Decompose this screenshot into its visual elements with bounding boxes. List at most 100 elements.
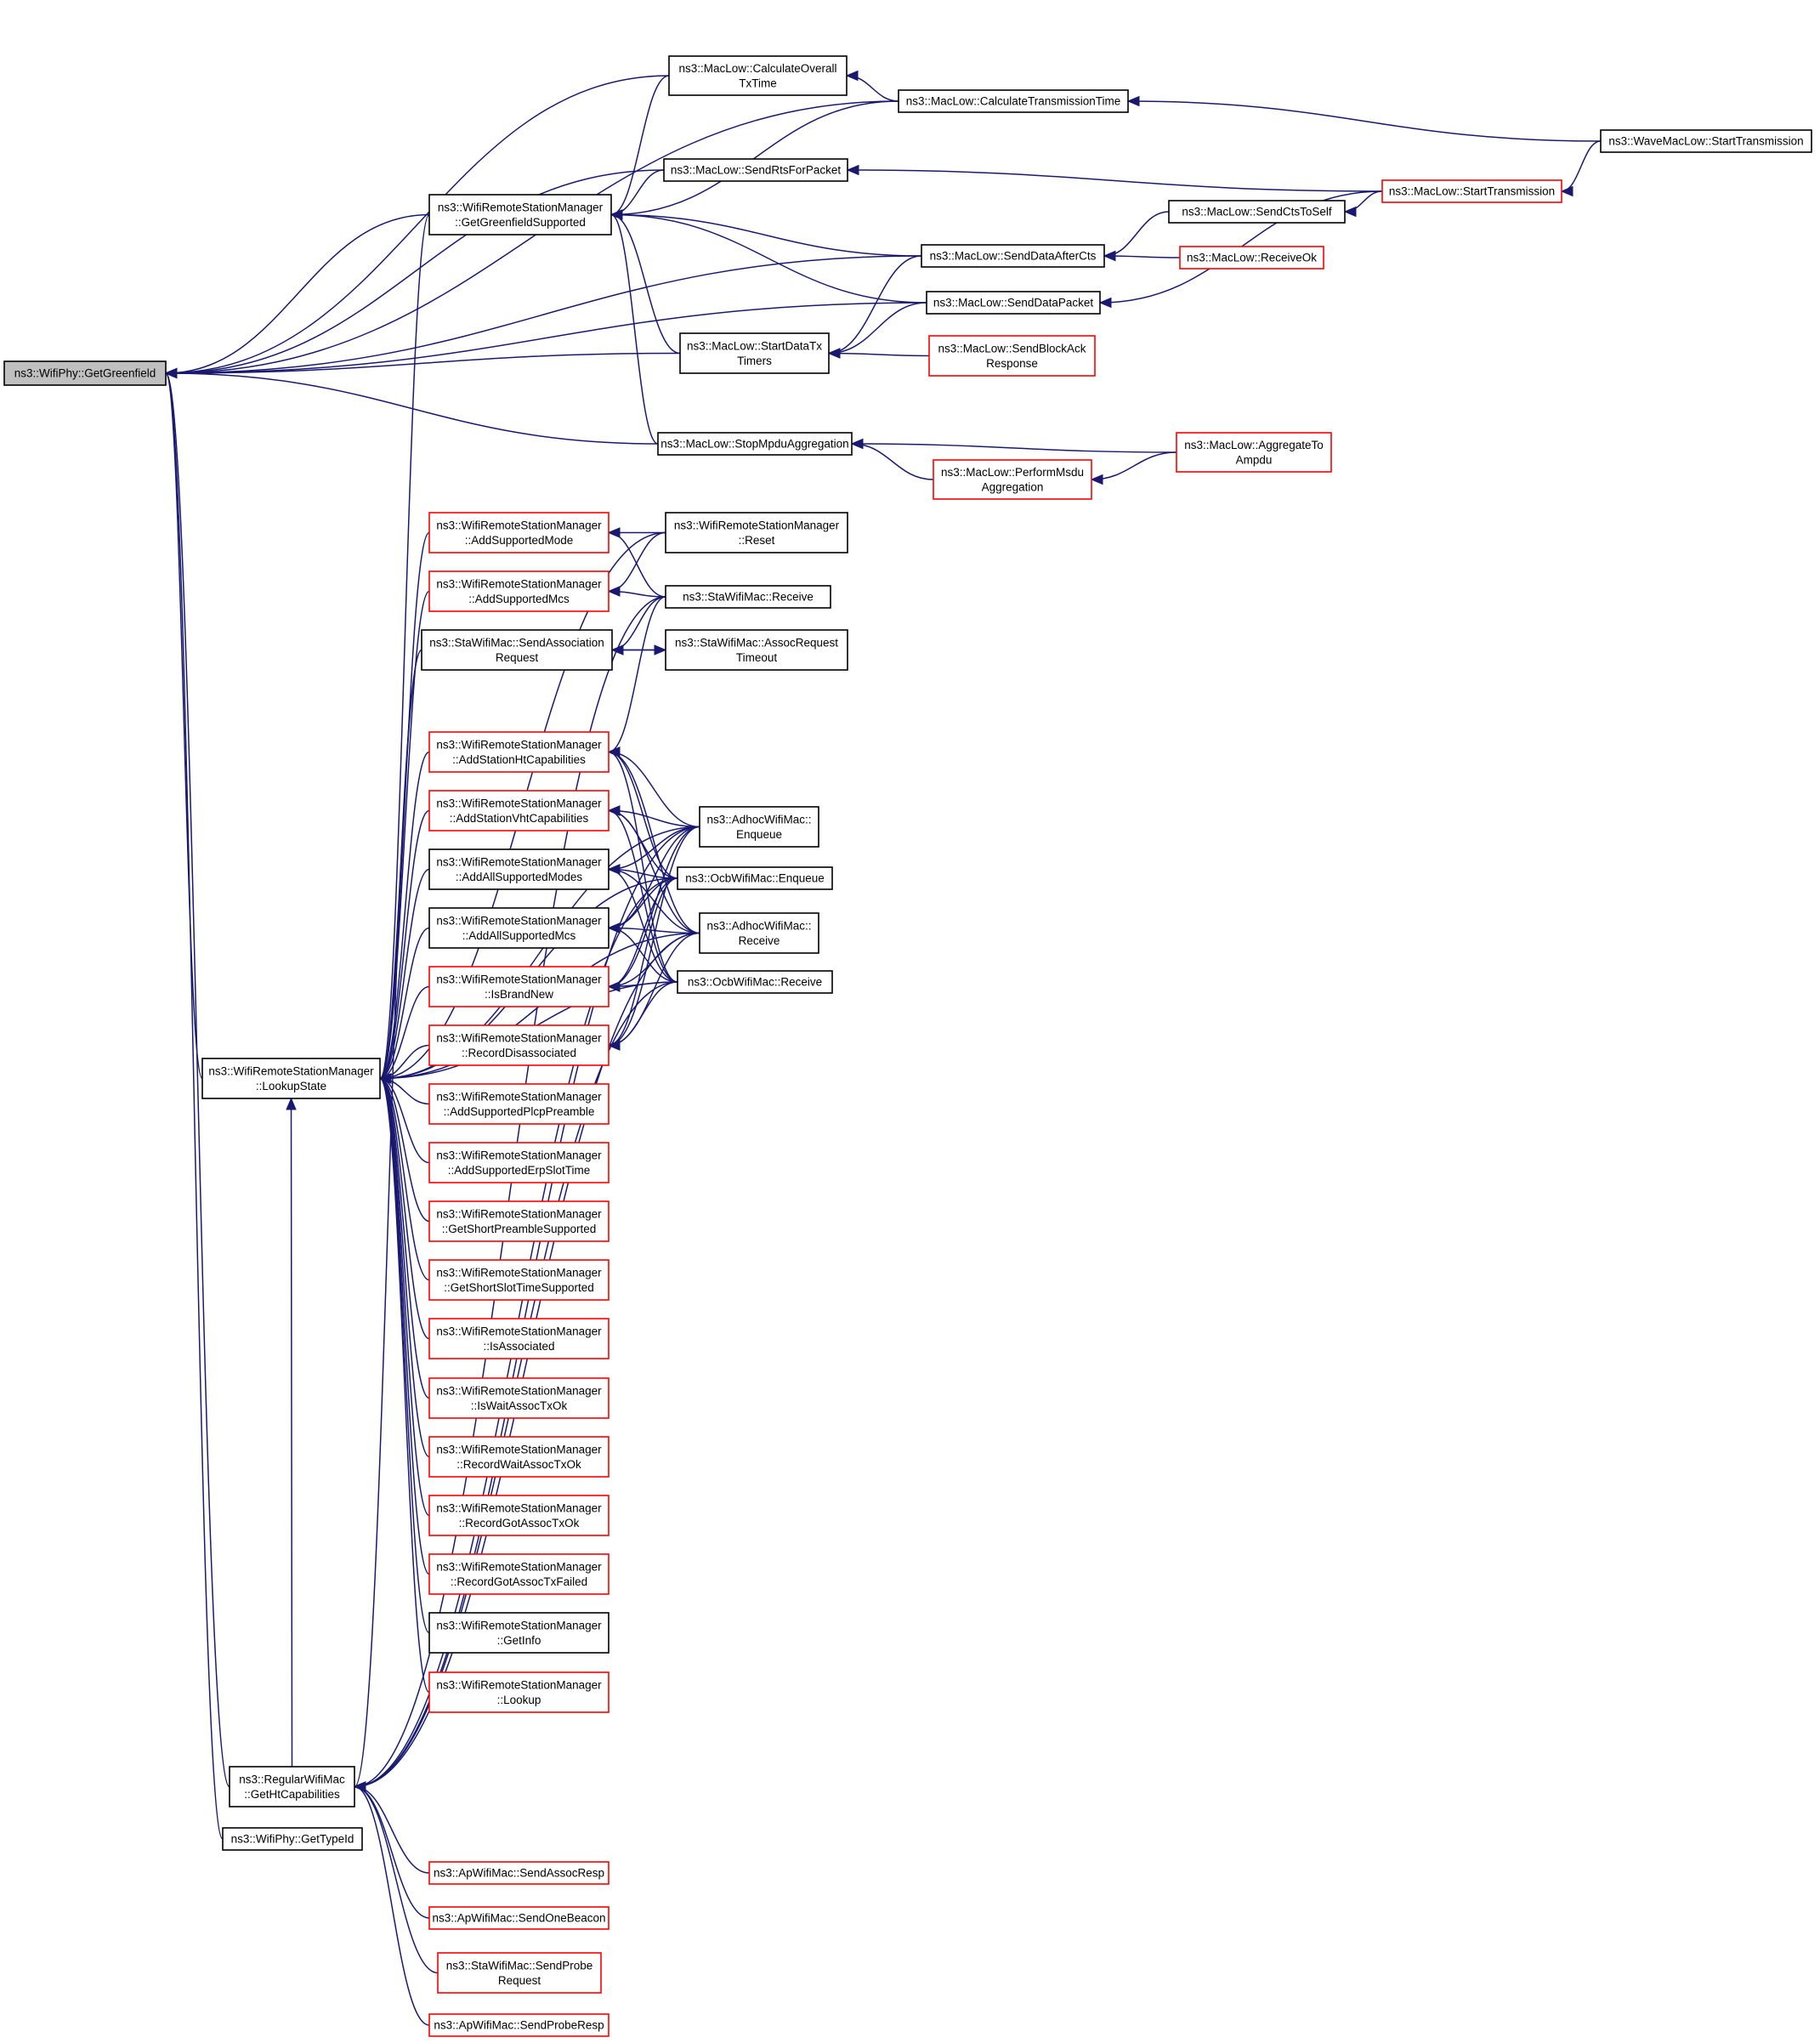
node-sendCtsToSelf[interactable]: ns3::MacLow::SendCtsToSelf <box>1168 200 1346 224</box>
edge-line <box>828 255 922 355</box>
node-getInfo[interactable]: ns3::WifiRemoteStationManager::GetInfo <box>428 1612 610 1654</box>
node-calcTransTime[interactable]: ns3::MacLow::CalculateTransmissionTime <box>898 89 1129 113</box>
node-box <box>428 790 610 831</box>
node-addAllSupportedMcs[interactable]: ns3::WifiRemoteStationManager::AddAllSup… <box>428 907 610 949</box>
node-label: ns3::MacLow::PerformMsdu <box>941 466 1084 479</box>
node-label: ::AddSupportedPlcpPreamble <box>444 1105 595 1118</box>
edge-arrowhead <box>850 438 864 450</box>
edge-line <box>828 302 927 355</box>
node-label: ns3::WifiRemoteStationManager <box>436 1501 602 1514</box>
node-label: ns3::ApWifiMac::SendOneBeacon <box>432 1912 605 1925</box>
node-label: ns3::MacLow::SendBlockAck <box>938 342 1086 355</box>
node-sendAssocResp[interactable]: ns3::ApWifiMac::SendAssocResp <box>428 1861 610 1885</box>
node-isWaitAssocTxOk[interactable]: ns3::WifiRemoteStationManager::IsWaitAss… <box>428 1377 610 1419</box>
node-getGreenfield[interactable]: ns3::WifiPhy::GetGreenfield <box>3 360 167 386</box>
node-getGreenfieldSupported[interactable]: ns3::WifiRemoteStationManager::GetGreenf… <box>428 194 612 236</box>
edge-arrowhead <box>607 1040 621 1051</box>
node-label: ns3::WifiRemoteStationManager <box>436 738 602 751</box>
node-addSupportedMode[interactable]: ns3::WifiRemoteStationManager::AddSuppor… <box>428 512 610 553</box>
node-box <box>663 158 848 182</box>
node-lookupState[interactable]: ns3::WifiRemoteStationManager::LookupSta… <box>201 1058 381 1099</box>
node-sendProbeResp[interactable]: ns3::ApWifiMac::SendProbeResp <box>428 2013 610 2037</box>
node-sendRtsForPacket[interactable]: ns3::MacLow::SendRtsForPacket <box>663 158 848 182</box>
edge-line <box>610 100 899 216</box>
node-box <box>1179 246 1324 270</box>
edge-line <box>379 1077 430 1694</box>
edge-arrowhead <box>827 348 841 359</box>
edge-arrowhead <box>1090 474 1103 485</box>
node-getShortPreambleSupported[interactable]: ns3::WifiRemoteStationManager::GetShortP… <box>428 1200 610 1242</box>
node-addStationVhtCaps[interactable]: ns3::WifiRemoteStationManager::AddStatio… <box>428 790 610 831</box>
node-addSupportedErpSlotTime[interactable]: ns3::WifiRemoteStationManager::AddSuppor… <box>428 1142 610 1183</box>
node-box <box>657 432 853 456</box>
edge-line <box>608 751 678 983</box>
node-getTypeId[interactable]: ns3::WifiPhy::GetTypeId <box>222 1827 363 1851</box>
node-sendDataAfterCts[interactable]: ns3::MacLow::SendDataAfterCts <box>921 244 1105 268</box>
node-label: ::GetShortPreambleSupported <box>442 1223 597 1235</box>
node-lookup[interactable]: ns3::WifiRemoteStationManager::Lookup <box>428 1671 610 1713</box>
node-label: TxTime <box>739 77 777 89</box>
edge-lookupState-calls-getGreenfield <box>164 367 203 1080</box>
edge-stopMpduAggregation-calls-getGreenfieldSupported <box>610 209 659 445</box>
node-adhocReceive[interactable]: ns3::AdhocWifiMac::Receive <box>699 912 819 954</box>
node-waveStartTx[interactable]: ns3::WaveMacLow::StartTransmission <box>1600 129 1812 153</box>
node-getShortSlotTimeSupported[interactable]: ns3::WifiRemoteStationManager::GetShortS… <box>428 1259 610 1301</box>
edge-sendDataPacket-calls-startDataTxTimers <box>827 302 927 359</box>
node-recordGotAssocTxOk[interactable]: ns3::WifiRemoteStationManager::RecordGot… <box>428 1495 610 1536</box>
edge-line <box>610 213 927 304</box>
node-label: ns3::WifiRemoteStationManager <box>674 519 840 531</box>
node-recordDisassociated[interactable]: ns3::WifiRemoteStationManager::RecordDis… <box>428 1024 610 1066</box>
node-reset[interactable]: ns3::WifiRemoteStationManager::Reset <box>665 512 848 553</box>
node-addStationHtCaps[interactable]: ns3::WifiRemoteStationManager::AddStatio… <box>428 731 610 773</box>
node-receiveOk[interactable]: ns3::MacLow::ReceiveOk <box>1179 246 1324 270</box>
node-recordGotAssocTxFailed[interactable]: ns3::WifiRemoteStationManager::RecordGot… <box>428 1553 610 1595</box>
node-label: ns3::MacLow::SendDataAfterCts <box>930 250 1097 263</box>
node-label: ::GetGreenfieldSupported <box>455 216 586 229</box>
node-sendDataPacket[interactable]: ns3::MacLow::SendDataPacket <box>926 291 1101 315</box>
node-staReceive[interactable]: ns3::StaWifiMac::Receive <box>665 585 831 609</box>
node-isAssociated[interactable]: ns3::WifiRemoteStationManager::IsAssocia… <box>428 1318 610 1359</box>
node-startTransmission[interactable]: ns3::MacLow::StartTransmission <box>1381 179 1562 203</box>
edge-line <box>379 1077 430 1223</box>
edge-line <box>165 75 670 374</box>
edge-line <box>379 985 430 1080</box>
edge-arrowhead <box>654 644 667 655</box>
edge-line <box>851 443 934 480</box>
node-box <box>428 1553 610 1595</box>
node-addSupportedMcs[interactable]: ns3::WifiRemoteStationManager::AddSuppor… <box>428 570 610 612</box>
node-getHtCapabilities[interactable]: ns3::RegularWifiMac::GetHtCapabilities <box>229 1766 355 1807</box>
node-adhocEnqueue[interactable]: ns3::AdhocWifiMac::Enqueue <box>699 806 819 848</box>
edge-line <box>165 372 224 1840</box>
edge-line <box>354 1785 430 1919</box>
node-ocbEnqueue[interactable]: ns3::OcbWifiMac::Enqueue <box>677 866 833 890</box>
node-box <box>428 966 610 1007</box>
node-box <box>677 970 833 994</box>
node-isBrandNew[interactable]: ns3::WifiRemoteStationManager::IsBrandNe… <box>428 966 610 1007</box>
edge-receiveOk-calls-sendDataAfterCts <box>1103 250 1181 262</box>
node-recordWaitAssocTxOk[interactable]: ns3::WifiRemoteStationManager::RecordWai… <box>428 1436 610 1478</box>
node-addSupportedPlcpPreamble[interactable]: ns3::WifiRemoteStationManager::AddSuppor… <box>428 1083 610 1125</box>
node-label: ::RecordWaitAssocTxOk <box>456 1458 581 1471</box>
node-label: Receive <box>739 934 780 947</box>
node-label: Timeout <box>736 651 778 664</box>
edge-line <box>165 100 899 374</box>
node-ocbReceive[interactable]: ns3::OcbWifiMac::Receive <box>677 970 833 994</box>
node-label: ns3::WifiRemoteStationManager <box>436 1207 602 1220</box>
node-box <box>428 1436 610 1478</box>
edge-arrowhead <box>845 70 859 82</box>
node-label: ::IsAssociated <box>483 1340 554 1353</box>
node-addAllSupportedModes[interactable]: ns3::WifiRemoteStationManager::AddAllSup… <box>428 848 610 890</box>
node-stopMpduAggregation[interactable]: ns3::MacLow::StopMpduAggregation <box>657 432 853 456</box>
node-sendOneBeacon[interactable]: ns3::ApWifiMac::SendOneBeacon <box>428 1906 610 1930</box>
node-label: ::Reset <box>739 534 775 547</box>
edge-arrowhead <box>846 164 859 176</box>
